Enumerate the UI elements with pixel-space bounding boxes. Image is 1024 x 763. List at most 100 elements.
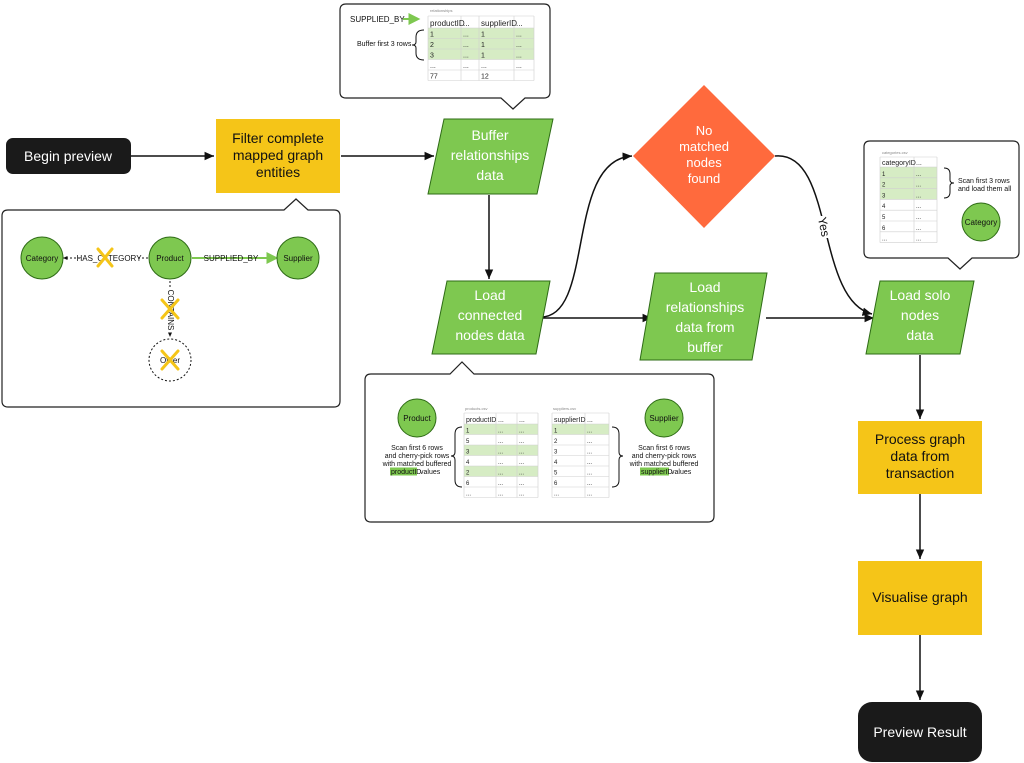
buffer-relationships-node[interactable]: Buffer relationships data [427, 118, 554, 195]
table-cell: ... [587, 450, 592, 456]
supplier-node-label: Supplier [283, 254, 313, 263]
table-cell: ... [498, 460, 503, 466]
begin-preview-node[interactable]: Begin preview [6, 138, 131, 174]
no-matched-nodes-decision[interactable]: No matched nodes found [633, 85, 775, 228]
row-highlight [464, 466, 496, 477]
table-cell: ... [587, 492, 592, 498]
row-highlight [428, 28, 461, 39]
category-callout: categories.csv categoryID...1...2...3...… [863, 140, 1020, 270]
load-connected-nodes-node[interactable]: Load connected nodes data [431, 280, 551, 355]
arrow-load-connected-to-no-match [540, 152, 633, 318]
product-node [148, 236, 192, 280]
connected-nodes-callout: Product Supplier Scan first 6 rows and c… [364, 361, 715, 523]
table-cell: 2 [430, 42, 434, 49]
row-highlight [585, 424, 609, 435]
table-cell: ... [498, 429, 503, 435]
table-cell: ... [430, 63, 436, 70]
yes-label: Yes [815, 216, 833, 238]
supplier-connected-node-label: Supplier [649, 414, 679, 423]
table-cell: 3 [466, 450, 470, 456]
category-note-line2: and load them all [958, 186, 1012, 193]
load-relationships-node[interactable]: Load relationships data from buffer [639, 272, 768, 361]
table-cell: ... [516, 32, 522, 39]
left-note-highlight: productID [391, 469, 421, 476]
table-cell: ... [916, 204, 921, 210]
table-header-cell: ... [463, 19, 470, 28]
table-cell: 5 [554, 471, 558, 477]
filter-entities-node[interactable]: Filter complete mapped graph entities [216, 119, 340, 193]
buffer-label-line2: relationships [451, 147, 530, 163]
preview-result-node[interactable]: Preview Result [858, 702, 982, 762]
table-cell: ... [481, 63, 487, 70]
table-cell: 5 [882, 215, 886, 221]
table-cell: 4 [882, 204, 886, 210]
row-highlight [517, 424, 538, 435]
load-solo-line2: nodes [901, 307, 939, 323]
table-cell: 6 [882, 226, 886, 232]
supplier-connected-node [644, 398, 684, 438]
product-node-label: Product [156, 254, 184, 263]
table-cell: 2 [882, 183, 886, 189]
decision-label-line3: nodes [686, 155, 722, 170]
left-note-line2: and cherry-pick rows [385, 453, 450, 460]
category-table-title: categories.csv [882, 150, 908, 155]
row-highlight [517, 466, 538, 477]
table-cell: 12 [481, 74, 489, 81]
table-cell: ... [516, 53, 522, 60]
products-table-title: products.csv [465, 406, 487, 411]
table-cell: ... [463, 32, 469, 39]
row-highlight [514, 28, 534, 39]
table-cell: ... [516, 42, 522, 49]
row-highlight [517, 445, 538, 456]
row-highlight [880, 188, 914, 200]
table-cell: ... [554, 492, 559, 498]
category-brace [943, 167, 955, 199]
category-node [20, 236, 64, 280]
load-solo-nodes-node[interactable]: Load solo nodes data [865, 280, 975, 355]
row-highlight [496, 466, 517, 477]
row-highlight [914, 188, 937, 200]
table-cell: ... [463, 42, 469, 49]
category-solo-node [961, 202, 1001, 242]
left-note-line1: Scan first 6 rows [391, 445, 443, 452]
row-highlight [479, 38, 514, 49]
table-header-cell: categoryID [882, 160, 916, 167]
decision-label-line4: found [688, 171, 721, 186]
table-cell: ... [463, 63, 469, 70]
row-highlight [428, 38, 461, 49]
process-graph-node[interactable]: Process graph data from transaction [858, 421, 982, 494]
load-rel-line3: data from [675, 319, 734, 335]
buffer-table-title: relationships [430, 8, 452, 13]
table-cell: ... [916, 193, 921, 199]
graph-entities-callout: HAS_CATEGORY SUPPLIED_BY CONTAINS Catego… [1, 198, 341, 408]
load-rel-line1: Load [689, 279, 720, 295]
table-cell: ... [463, 53, 469, 60]
row-highlight [914, 167, 937, 178]
table-header-cell: productID [466, 417, 496, 424]
visualise-graph-node[interactable]: Visualise graph [858, 561, 982, 635]
row-highlight [914, 177, 937, 189]
table-cell: 5 [466, 439, 470, 445]
table-cell: ... [519, 481, 524, 487]
row-highlight [461, 38, 479, 49]
row-highlight [514, 38, 534, 49]
table-cell: ... [519, 492, 524, 498]
table-cell: ... [519, 429, 524, 435]
load-solo-line1: Load solo [890, 287, 951, 303]
row-highlight [552, 424, 585, 435]
table-cell: ... [516, 63, 522, 70]
yes-label-bg [814, 216, 832, 238]
table-header-cell: supplierID [481, 19, 517, 28]
begin-preview-label: Begin preview [24, 148, 113, 164]
decision-label-line2: matched [679, 139, 729, 154]
products-table: productID......1......5......3......4...… [463, 412, 539, 498]
row-highlight [461, 49, 479, 60]
load-rel-line4: buffer [687, 339, 723, 355]
left-brace [450, 426, 463, 488]
buffer-label-line1: Buffer [471, 127, 508, 143]
table-cell: 4 [466, 460, 470, 466]
table-cell: ... [916, 172, 921, 178]
table-cell: 1 [466, 429, 470, 435]
table-cell: ... [916, 215, 921, 221]
